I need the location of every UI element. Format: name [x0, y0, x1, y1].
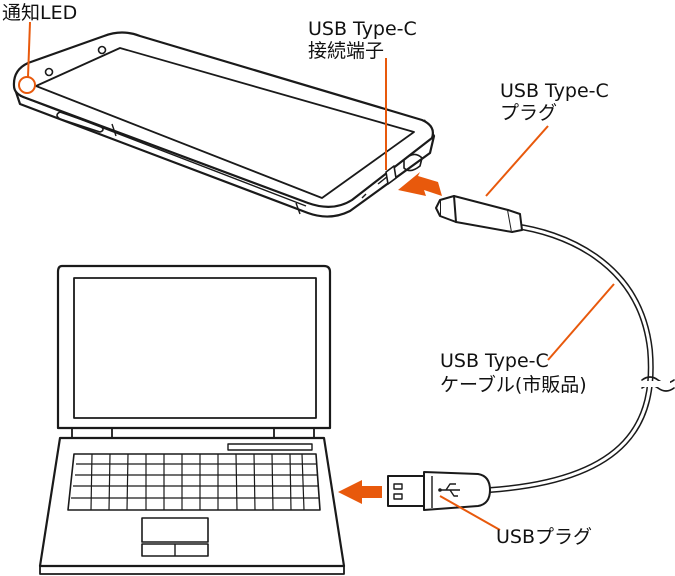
laptop [38, 264, 346, 575]
label-cable-line1: USB Type-C [440, 350, 549, 372]
usb-a-plug [387, 471, 491, 511]
label-plug-line2: プラグ [500, 102, 558, 124]
label-cable-line2: ケーブル(市販品) [440, 374, 587, 396]
label-notification-led: 通知LED [2, 2, 78, 24]
insert-arrow-phone [398, 172, 442, 196]
smartphone [12, 31, 436, 218]
label-usb-plug: USBプラグ [496, 526, 593, 548]
leader-lines [27, 21, 615, 531]
insert-arrow-laptop [338, 480, 382, 504]
label-plug-line1: USB Type-C [500, 80, 609, 102]
usb-type-c-plug [435, 195, 523, 233]
led-highlight-circle [18, 76, 36, 94]
label-connector-line2: 接続端子 [308, 40, 385, 62]
label-connector-line1: USB Type-C [308, 18, 417, 40]
